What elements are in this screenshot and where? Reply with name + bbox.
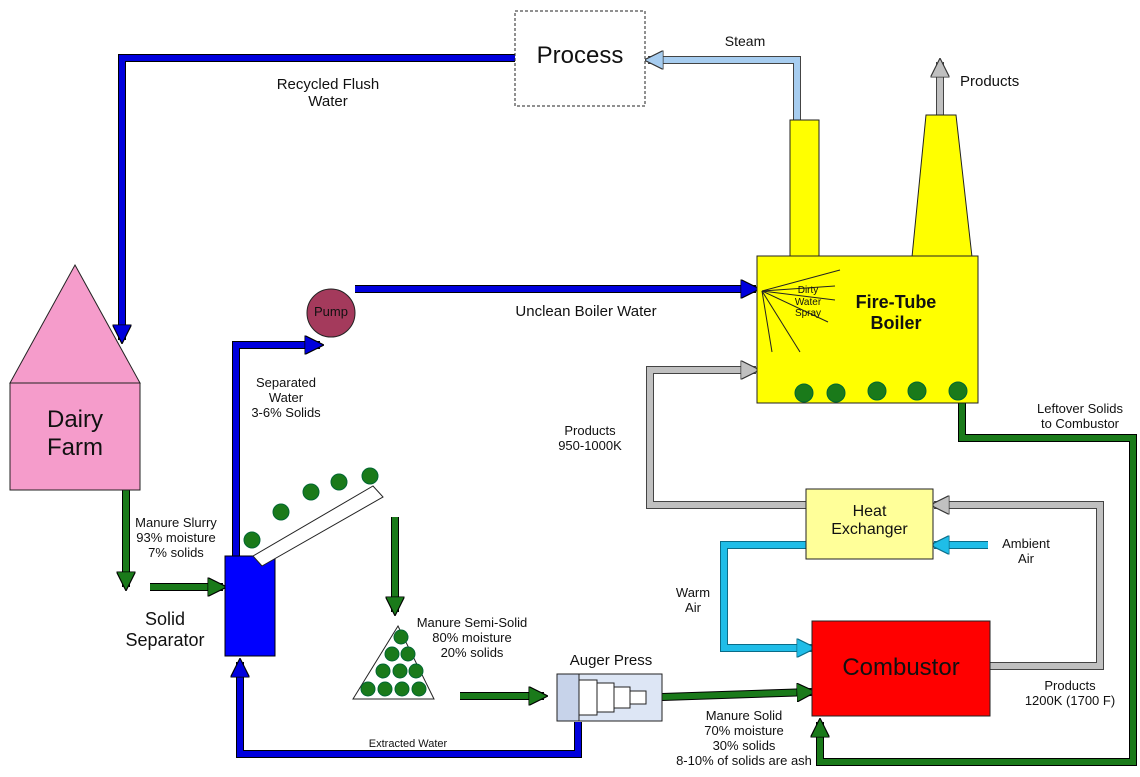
manure-semi-solid-label: Manure Semi-Solid 80% moisture 20% solid… bbox=[416, 615, 528, 660]
process-label: Process bbox=[536, 42, 624, 69]
pump-label: Pump bbox=[314, 304, 348, 319]
warm-air-label: Warm Air bbox=[675, 585, 711, 615]
manure-slurry-label: Manure Slurry 93% moisture 7% solids bbox=[135, 515, 217, 560]
products-top-label: Products bbox=[960, 73, 1020, 90]
solid-separator-label: Solid Separator bbox=[125, 609, 205, 650]
dairy-farm-label: Dairy Farm bbox=[46, 406, 103, 461]
pump-circle bbox=[306, 288, 356, 338]
steam-label: Steam bbox=[724, 33, 766, 49]
unclean-boiler-water-label: Unclean Boiler Water bbox=[515, 303, 657, 320]
semi-solid-pile bbox=[352, 624, 435, 700]
manure-solid-label: Manure Solid 70% moisture 30% solids 8-1… bbox=[676, 708, 812, 768]
leftover-solids-flow bbox=[820, 402, 1137, 766]
manure-solid-flow bbox=[661, 692, 812, 697]
dirty-water-spray-lines bbox=[761, 269, 841, 353]
recycled-flush-water-label: Recycled Flush Water bbox=[276, 76, 380, 111]
combustor-label: Combustor bbox=[842, 654, 960, 681]
products-950-flow bbox=[646, 370, 806, 509]
steam-flow bbox=[648, 60, 801, 120]
separated-water-flow bbox=[232, 345, 320, 556]
boiler-tubes bbox=[794, 381, 968, 403]
ambient-air-label: Ambient Air bbox=[1002, 536, 1050, 566]
dairy-farm-building bbox=[9, 382, 141, 491]
products-1200-label: Products 1200K (1700 F) bbox=[1024, 678, 1116, 708]
boiler-exhaust-stack bbox=[911, 114, 973, 258]
heat-exchanger-box bbox=[805, 488, 934, 560]
recycled-flush-water-flow bbox=[122, 54, 515, 340]
combustor-box bbox=[811, 620, 991, 717]
separator-conveyor bbox=[243, 467, 384, 567]
products-950-label: Products 950-1000K bbox=[558, 423, 622, 453]
dirty-water-spray-label: Dirty Water Spray bbox=[794, 285, 822, 319]
extracted-water-label: Extracted Water bbox=[368, 738, 448, 750]
leftover-solids-label: Leftover Solids to Combustor bbox=[1037, 401, 1123, 431]
boiler-label: Fire-Tube Boiler bbox=[855, 292, 937, 333]
solid-separator-unit bbox=[224, 555, 276, 657]
fire-tube-boiler-body bbox=[756, 255, 979, 404]
auger-press-label: Auger Press bbox=[569, 652, 653, 669]
extracted-water-flow bbox=[240, 662, 582, 758]
manure-slurry-flow bbox=[126, 490, 223, 587]
process-box bbox=[514, 10, 646, 107]
separated-water-label: Separated Water 3-6% Solids bbox=[251, 375, 321, 420]
auger-press-unit bbox=[556, 673, 663, 722]
boiler-steam-stack bbox=[789, 119, 820, 258]
products-1200-flow bbox=[934, 505, 1104, 670]
heat-exchanger-label: Heat Exchanger bbox=[831, 503, 908, 539]
warm-air-flow bbox=[720, 541, 812, 648]
